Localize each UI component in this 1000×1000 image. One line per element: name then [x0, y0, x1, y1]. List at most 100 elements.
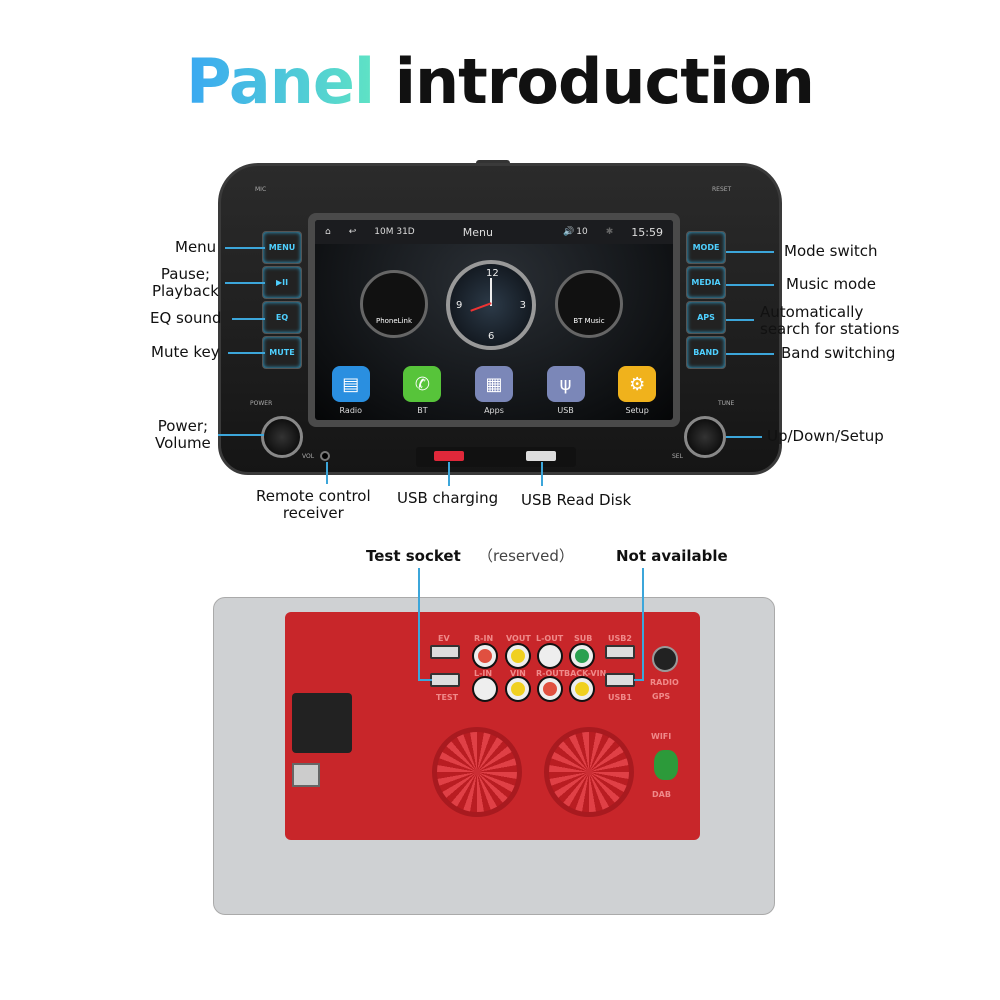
callout-line: [634, 679, 644, 681]
callout-usb-charging: USB charging: [397, 489, 499, 507]
fan-left: [432, 727, 522, 817]
volume-level: 10: [576, 227, 588, 237]
callout-line: [726, 284, 774, 286]
callout-line: [418, 568, 420, 680]
label-back-vin: BACK-VIN: [564, 669, 607, 678]
callout-line: [232, 318, 265, 320]
callout-music-mode: Music mode: [786, 275, 876, 293]
clock-6: 6: [488, 331, 495, 342]
usb-ev-port: [430, 645, 460, 659]
usb-charging-port[interactable]: [434, 451, 464, 461]
play-pause-button[interactable]: ▶II: [262, 266, 302, 299]
callout-line: [225, 282, 265, 284]
app-label: USB: [557, 406, 574, 415]
gear-icon: ⚙: [618, 366, 657, 402]
volume-knob[interactable]: [261, 416, 303, 458]
clock-9: 9: [456, 300, 463, 311]
usb-read-port[interactable]: [526, 451, 556, 461]
callout-line: [228, 352, 265, 354]
callout-line: [726, 353, 774, 355]
callout-line: [642, 568, 644, 680]
callout-reserved: （reserved）: [478, 547, 574, 565]
clock-hand: [490, 278, 492, 306]
sel-label: SEL: [672, 453, 683, 460]
display-screen: ⌂ ↩ 10M 31D Menu 🔊10 ✱ 15:59 PhoneLink 1…: [308, 213, 680, 427]
callout-line: [726, 319, 754, 321]
callout-auto-search: Automatically search for stations: [760, 303, 900, 338]
clock-second-hand: [470, 302, 492, 312]
label-radio: RADIO: [650, 678, 679, 687]
label-vout: VOUT: [506, 634, 531, 643]
callout-line: [225, 247, 265, 249]
callout-menu: Menu: [175, 238, 217, 256]
label-usb2: USB2: [608, 634, 632, 643]
callout-line: [541, 462, 543, 486]
label-test: TEST: [436, 693, 459, 702]
page-title: Panel introduction: [0, 45, 1000, 118]
bt-music-label: BT Music: [573, 317, 605, 325]
callout-mode-switch: Mode switch: [784, 242, 878, 260]
mute-button[interactable]: MUTE: [262, 336, 302, 369]
ir-receiver: [320, 451, 330, 461]
label-wifi: WIFI: [651, 732, 672, 741]
callout-not-available: Not available: [616, 547, 728, 565]
label-vin: VIN: [510, 669, 526, 678]
callout-remote-receiver: Remote control receiver: [256, 487, 371, 522]
back-icon[interactable]: ↩: [348, 227, 357, 237]
app-apps[interactable]: ▦Apps: [469, 366, 519, 415]
tune-knob[interactable]: [684, 416, 726, 458]
label-l-in: L-IN: [474, 669, 493, 678]
mode-button[interactable]: MODE: [686, 231, 726, 264]
band-button[interactable]: BAND: [686, 336, 726, 369]
title-rest: introduction: [394, 45, 815, 118]
reset-label: RESET: [712, 186, 732, 193]
clock-icon: 12 3 6 9: [446, 260, 536, 350]
label-l-out: L-OUT: [536, 634, 564, 643]
app-label: Apps: [484, 406, 504, 415]
clock-12: 12: [486, 268, 499, 279]
power-label: POWER: [250, 400, 273, 407]
app-label: BT: [417, 406, 428, 415]
mic-label: MIC: [255, 186, 267, 193]
radio-icon: ▤: [331, 366, 370, 402]
home-icon[interactable]: ⌂: [325, 227, 331, 237]
rca-l-out: [539, 645, 561, 667]
app-radio[interactable]: ▤Radio: [326, 366, 376, 415]
callout-eq: EQ sound: [150, 309, 222, 327]
app-setup[interactable]: ⚙ Setup: [612, 366, 662, 415]
bluetooth-icon: ✱: [605, 227, 614, 237]
rca-r-out: [539, 678, 561, 700]
phonelink-widget[interactable]: PhoneLink: [360, 270, 428, 338]
callout-line: [726, 436, 762, 438]
date: 10M 31D: [374, 227, 415, 237]
label-dab: DAB: [652, 790, 671, 799]
callout-mute: Mute key: [151, 343, 220, 361]
menu-button[interactable]: MENU: [262, 231, 302, 264]
usb1-port: [605, 673, 635, 687]
title-highlight: Panel: [186, 45, 375, 118]
callout-band-switching: Band switching: [781, 344, 896, 362]
callout-test-socket: Test socket: [366, 547, 461, 565]
app-bt[interactable]: ✆BT: [397, 366, 447, 415]
fan-right: [544, 727, 634, 817]
eq-button[interactable]: EQ: [262, 301, 302, 334]
clock-3: 3: [519, 300, 526, 311]
certification-sticker: [654, 750, 678, 780]
label-gps: GPS: [652, 692, 671, 701]
rca-l-in: [474, 678, 496, 700]
media-button[interactable]: MEDIA: [686, 266, 726, 299]
callout-line: [448, 462, 450, 486]
callout-line: [726, 251, 774, 253]
antenna-connector: [292, 763, 320, 787]
callout-line: [218, 434, 264, 436]
rca-r-in: [474, 645, 496, 667]
rca-back-vin: [571, 678, 593, 700]
bt-music-widget[interactable]: BT Music: [555, 270, 623, 338]
phonelink-label: PhoneLink: [375, 317, 413, 325]
label-r-in: R-IN: [474, 634, 494, 643]
app-label: Setup: [625, 406, 649, 415]
label-ev: EV: [438, 634, 450, 643]
aps-button[interactable]: APS: [686, 301, 726, 334]
